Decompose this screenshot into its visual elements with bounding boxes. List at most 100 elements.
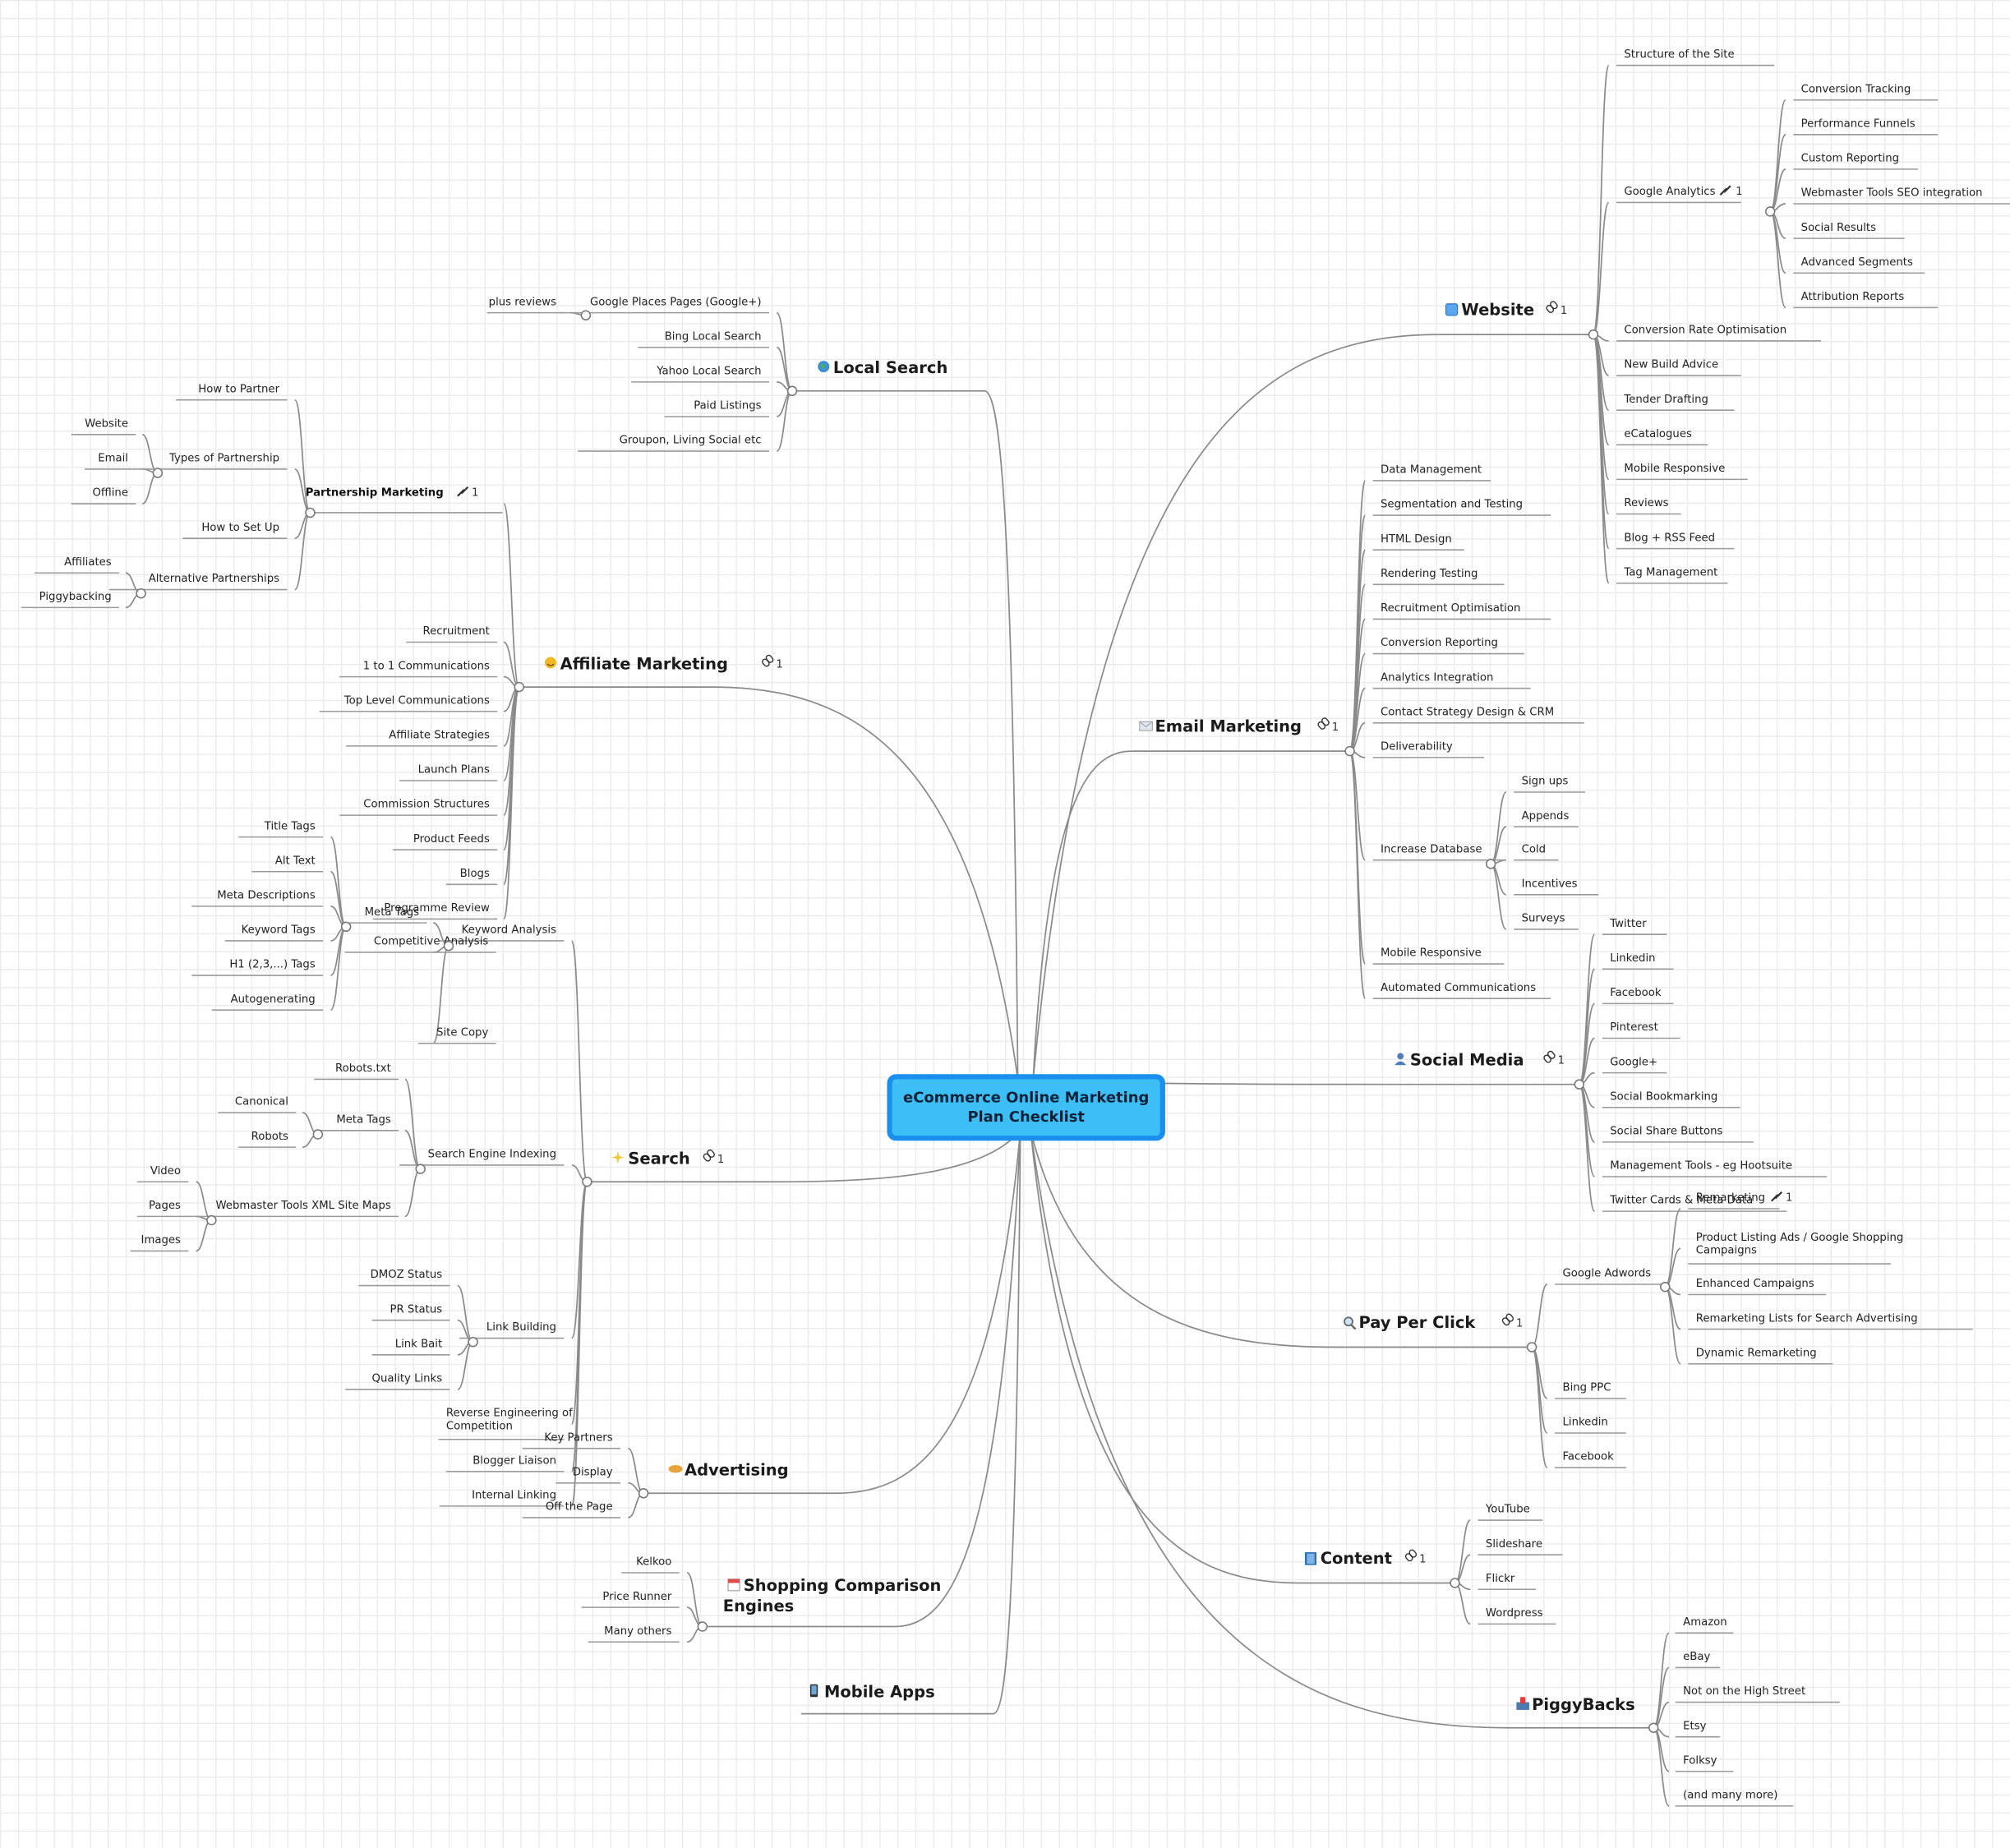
adwords-dynamic-remarketing[interactable]: Dynamic Remarketing (1696, 1347, 1817, 1359)
meta-meta-descriptions[interactable]: Meta Descriptions (217, 889, 316, 901)
topic-mobile[interactable]: Mobile Apps (809, 1682, 935, 1701)
google-places-collapse-knob[interactable] (580, 310, 592, 320)
db-cold[interactable]: Cold (1522, 843, 1546, 855)
alt-affiliates[interactable]: Affiliates (64, 556, 112, 569)
social-social-bookmarking[interactable]: Social Bookmarking (1610, 1090, 1717, 1103)
link-icon[interactable] (1719, 185, 1731, 196)
local-google-places-pages-google[interactable]: Google Places Pages (Google+) (590, 296, 762, 308)
email-rendering-testing[interactable]: Rendering Testing (1381, 568, 1478, 580)
meta-title-tags[interactable]: Title Tags (264, 820, 316, 832)
link-icon[interactable] (1404, 1549, 1418, 1562)
email-analytics-integration[interactable]: Analytics Integration (1381, 671, 1493, 684)
website-google-analytics[interactable]: Google Analytics (1624, 186, 1715, 198)
ga-social-results[interactable]: Social Results (1801, 222, 1876, 234)
piggy-collapse-knob[interactable] (1648, 1722, 1659, 1733)
db-incentives[interactable]: Incentives (1522, 878, 1578, 890)
linkb-link-bait[interactable]: Link Bait (395, 1338, 442, 1350)
adv-key-partners[interactable]: Key Partners (544, 1431, 612, 1444)
types-collapse-knob[interactable] (152, 468, 164, 478)
social-collapse-knob[interactable] (1574, 1079, 1585, 1090)
partnership-how-to-set-up[interactable]: How to Set Up (201, 522, 279, 534)
search-keyword-analysis[interactable]: Keyword Analysis (462, 924, 556, 937)
indexing-robots-txt[interactable]: Robots.txt (335, 1062, 391, 1075)
db-sign-ups[interactable]: Sign ups (1522, 776, 1569, 788)
website-tag-management[interactable]: Tag Management (1623, 566, 1717, 578)
topic-piggy[interactable]: PiggyBacks (1516, 1695, 1635, 1714)
ga-advanced-segments[interactable]: Advanced Segments (1801, 256, 1913, 269)
social-linkedin[interactable]: Linkedin (1610, 952, 1655, 965)
keyword-meta-tags[interactable]: Meta Tags (365, 906, 420, 919)
social-social-share-buttons[interactable]: Social Share Buttons (1610, 1126, 1722, 1138)
content-youtube[interactable]: YouTube (1485, 1504, 1530, 1516)
affiliate-recruitment[interactable]: Recruitment (422, 625, 489, 638)
affiliate-commission-structures[interactable]: Commission Structures (363, 799, 490, 811)
ppc-google-adwords[interactable]: Google Adwords (1563, 1268, 1652, 1280)
email-automated-communications[interactable]: Automated Communications (1381, 982, 1536, 994)
social-management-tools-eg-hootsuite[interactable]: Management Tools - eg Hootsuite (1610, 1160, 1792, 1173)
imeta-canonical[interactable]: Canonical (235, 1096, 288, 1108)
local-bing-local-search[interactable]: Bing Local Search (665, 330, 762, 343)
affiliate-1-to-1-communications[interactable]: 1 to 1 Communications (363, 660, 490, 672)
website-mobile-responsive[interactable]: Mobile Responsive (1624, 463, 1725, 475)
affiliate-blogs[interactable]: Blogs (460, 868, 490, 880)
social-google[interactable]: Google+ (1610, 1056, 1657, 1068)
db-surveys[interactable]: Surveys (1522, 913, 1565, 925)
topic-advertising[interactable]: Advertising (668, 1460, 789, 1479)
central-topic[interactable]: eCommerce Online Marketing Plan Checklis… (887, 1074, 1165, 1141)
search-link-building[interactable]: Link Building (486, 1321, 556, 1334)
affiliate-launch-plans[interactable]: Launch Plans (418, 764, 490, 777)
ga-conversion-tracking[interactable]: Conversion Tracking (1801, 83, 1911, 95)
keyword-site-copy[interactable]: Site Copy (436, 1026, 488, 1039)
piggy-and-many-more[interactable]: (and many more) (1683, 1790, 1777, 1802)
affiliate-collapse-knob[interactable] (514, 681, 524, 693)
search-internal-linking[interactable]: Internal Linking (472, 1490, 556, 1502)
sitemap-collapse-knob[interactable] (206, 1214, 217, 1226)
index-meta-collapse-knob[interactable] (312, 1129, 324, 1140)
email-conversion-reporting[interactable]: Conversion Reporting (1381, 637, 1498, 649)
link-icon[interactable] (1317, 717, 1330, 730)
piggy-etsy[interactable]: Etsy (1683, 1720, 1706, 1732)
sitemap-pages[interactable]: Pages (149, 1200, 181, 1212)
content-slideshare[interactable]: Slideshare (1486, 1538, 1542, 1551)
imeta-robots[interactable]: Robots (251, 1131, 288, 1143)
adwords-remarketing[interactable]: Remarketing (1696, 1192, 1765, 1205)
social-pinterest[interactable]: Pinterest (1610, 1021, 1658, 1034)
keyword-collapse-knob[interactable] (443, 940, 454, 952)
local-yahoo-local-search[interactable]: Yahoo Local Search (656, 365, 761, 377)
db-appends[interactable]: Appends (1522, 810, 1570, 823)
website-tender-drafting[interactable]: Tender Drafting (1623, 394, 1708, 406)
sitemap-video[interactable]: Video (150, 1165, 181, 1177)
email-mobile-responsive[interactable]: Mobile Responsive (1381, 947, 1482, 960)
piggy-not-on-the-high-street[interactable]: Not on the High Street (1683, 1685, 1805, 1698)
website-conversion-rate-optimisation[interactable]: Conversion Rate Optimisation (1624, 325, 1786, 337)
shop-many-others[interactable]: Many others (604, 1625, 671, 1638)
ppc-bing-ppc[interactable]: Bing PPC (1563, 1381, 1611, 1394)
adwords-enhanced-campaigns[interactable]: Enhanced Campaigns (1696, 1278, 1814, 1290)
types-offline[interactable]: Offline (93, 487, 128, 500)
affiliate-programme-review[interactable]: Programme Review (384, 902, 490, 915)
affiliate-affiliate-strategies[interactable]: Affiliate Strategies (389, 730, 490, 742)
email-data-management[interactable]: Data Management (1381, 464, 1482, 477)
link-icon[interactable] (1501, 1313, 1514, 1326)
content-collapse-knob[interactable] (1450, 1578, 1460, 1588)
content-wordpress[interactable]: Wordpress (1486, 1607, 1543, 1620)
social-facebook[interactable]: Facebook (1610, 987, 1662, 999)
keyword-competitive-analysis[interactable]: Competitive Analysis (374, 936, 488, 948)
shopping-collapse-knob[interactable] (697, 1621, 708, 1632)
search-collapse-knob[interactable] (582, 1176, 592, 1187)
ga-custom-reporting[interactable]: Custom Reporting (1801, 153, 1899, 165)
indexing-meta-tags[interactable]: Meta Tags (336, 1113, 391, 1126)
website-reviews[interactable]: Reviews (1624, 497, 1668, 509)
search-blogger-liaison[interactable]: Blogger Liaison (473, 1454, 556, 1467)
ppc-collapse-knob[interactable] (1526, 1342, 1537, 1353)
shop-kelkoo[interactable]: Kelkoo (636, 1556, 671, 1569)
partnership-marketing[interactable]: Partnership Marketing (306, 487, 444, 500)
indexing-webmaster-tools-xml-site-maps[interactable]: Webmaster Tools XML Site Maps (215, 1200, 390, 1212)
